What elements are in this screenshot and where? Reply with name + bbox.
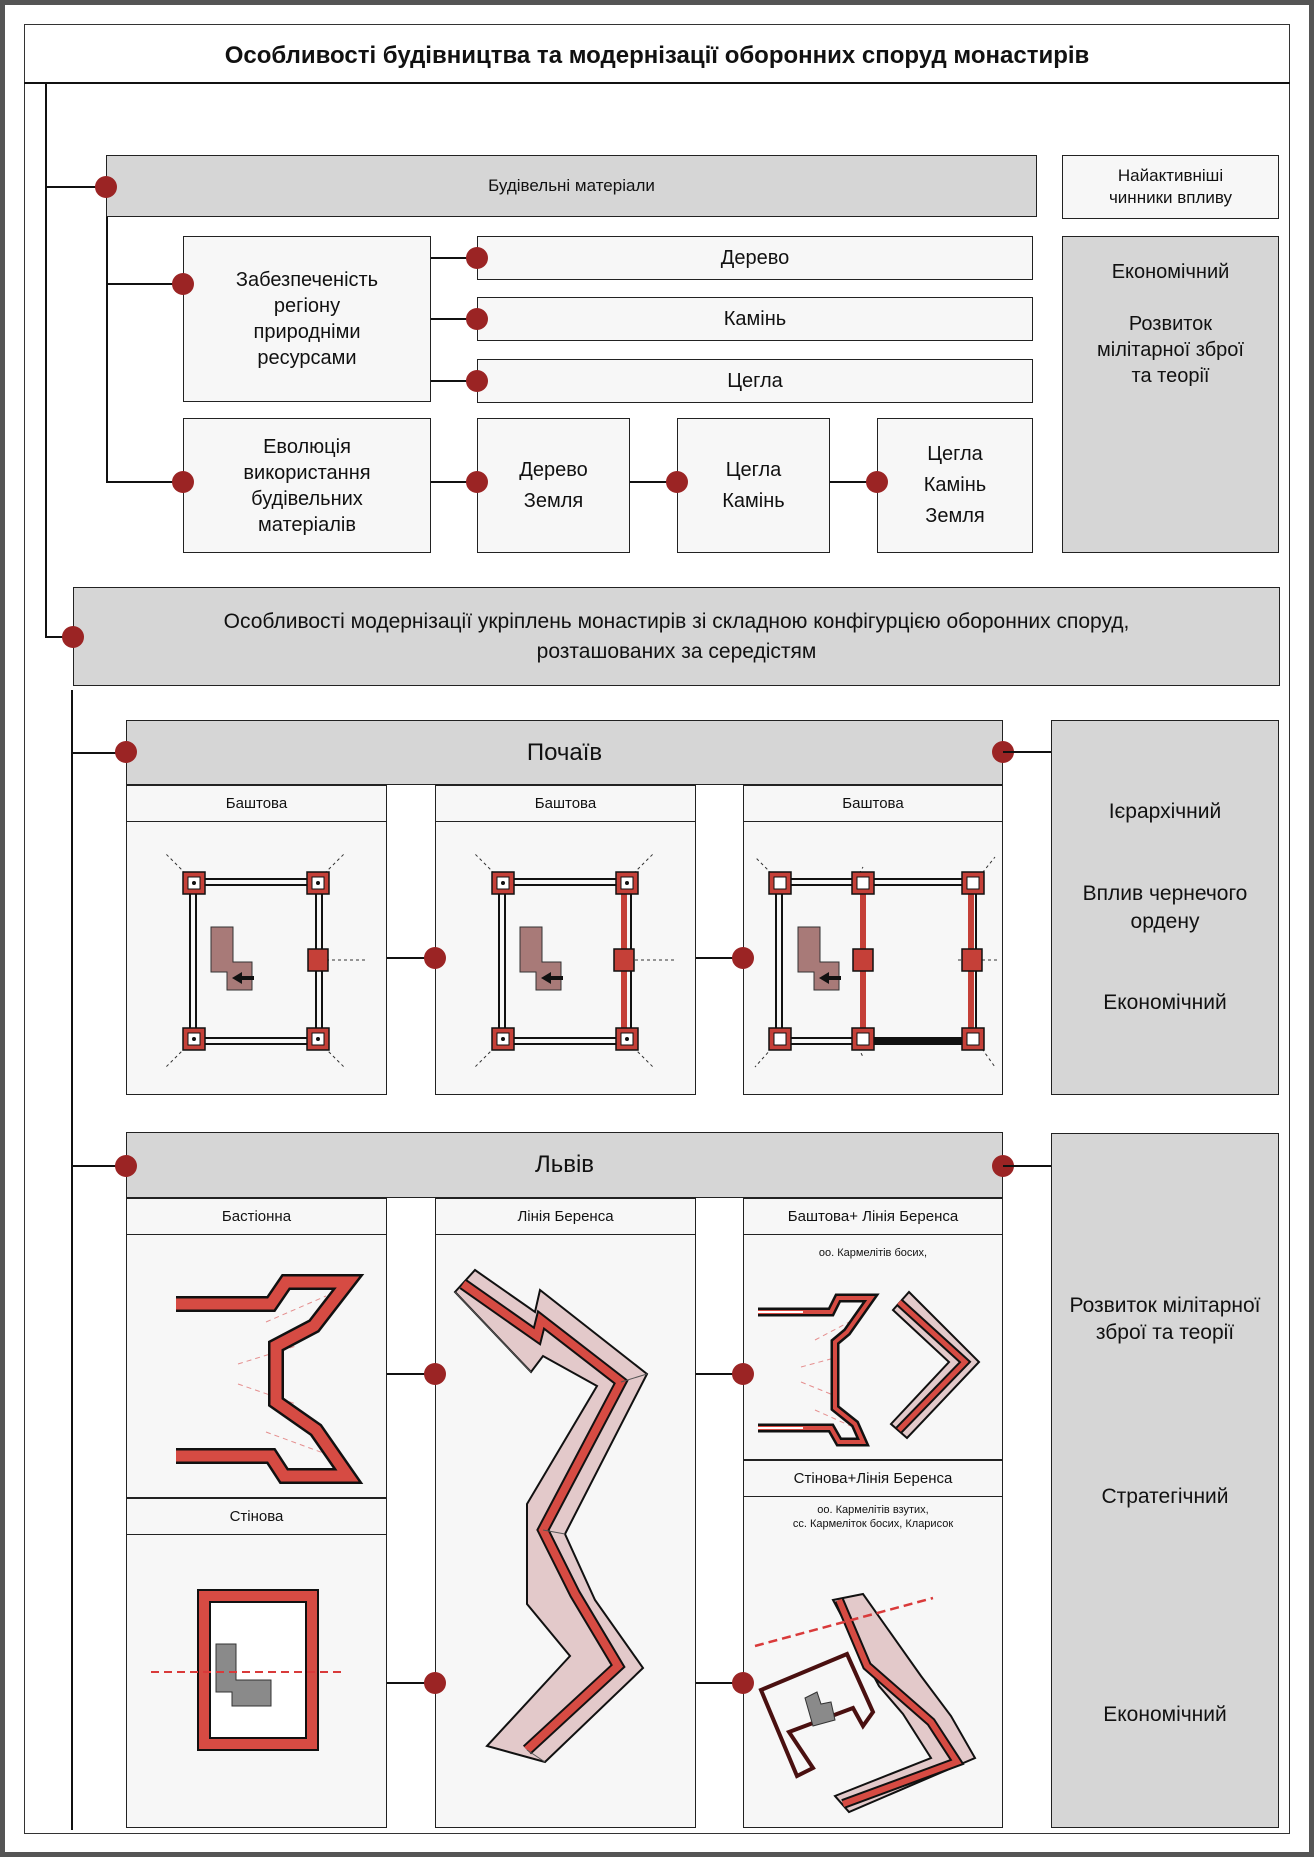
conn-pochaiv-23 [696,957,743,959]
conn-lviv-factors [1003,1165,1051,1167]
factors-header: Найактивніші чинники впливу [1062,155,1279,219]
panel-note: оо. Кармелітів взутих, сс. Кармеліток бо… [792,1504,954,1530]
wall-berens-plan [754,1592,977,1814]
node-dot [115,1155,137,1177]
frame-right [1309,0,1314,1857]
conn-lviv-4 [696,1682,743,1684]
node-dot [466,247,488,269]
node-dot [466,370,488,392]
conn-modernization [45,636,75,638]
node-dot [424,1672,446,1694]
frame-left [0,0,5,1857]
wall-plan [151,1589,346,1751]
evolution-step-2: Цегла Камінь [677,418,830,553]
conn-pochaiv [71,752,126,754]
materials-branch [106,217,108,481]
panel-caption: Баштова+ Лінія Беренса [744,1199,1002,1235]
conn-pochaiv-factors [1003,751,1051,753]
diagram-title: Особливості будівництва та модернізації … [224,42,1090,69]
conn-evolution [106,481,184,483]
conn-lviv-1 [387,1373,435,1375]
material-wood: Дерево [477,236,1033,280]
frame-top [0,0,1314,5]
conn-materials [45,186,105,188]
conn-brick [431,380,477,382]
node-dot [466,471,488,493]
evolution-box: Еволюція використання будівельних матері… [183,418,431,553]
panel-note: оо. Кармелітів босих, [818,1247,928,1259]
materials-header: Будівельні матеріали [106,155,1037,217]
panel-caption: Баштова [744,786,1002,822]
panel-caption: Лінія Беренса [436,1199,695,1235]
panel-caption: Бастіонна [127,1199,386,1235]
node-dot [115,741,137,763]
pochaiv-plan-3 [754,856,998,1068]
panel-caption: Стінова [127,1499,386,1535]
conn-availability [106,283,184,285]
berens-plan [453,1268,649,1764]
spine-secondary [71,690,73,1830]
node-dot [424,947,446,969]
bastion-plan [176,1274,365,1484]
pochaiv-factors: Ієрархічний Вплив чернечого ордену Еконо… [1051,720,1279,1095]
title-divider [24,82,1290,84]
conn-lviv-3 [696,1373,743,1375]
conn-evo-2 [630,481,677,483]
tower-berens-plan [758,1290,981,1447]
node-dot [466,308,488,330]
conn-stone [431,318,477,320]
evolution-step-3: Цегла Камінь Земля [877,418,1033,553]
pochaiv-header: Почаїв [126,720,1003,785]
conn-evo-3 [830,481,877,483]
node-dot [424,1363,446,1385]
material-brick: Цегла [477,359,1033,403]
inner-frame [24,24,1290,1834]
availability-box: Забезпеченість регіону природніми ресурс… [183,236,431,402]
node-dot [172,471,194,493]
node-dot [95,176,117,198]
conn-lviv [71,1165,126,1167]
node-dot [62,626,84,648]
node-dot [732,1672,754,1694]
evolution-step-1: Дерево Земля [477,418,630,553]
lviv-factors: Розвиток мілітарної зброї та теорії Стра… [1051,1133,1279,1828]
modernization-header: Особливості модернізації укріплень монас… [73,587,1280,686]
panel-caption: Стінова+Лінія Беренса [744,1461,1002,1497]
node-dot [666,471,688,493]
spine-main [45,82,47,637]
node-dot [732,1363,754,1385]
lviv-header: Львів [126,1132,1003,1198]
conn-evo-1 [431,481,477,483]
panel-caption: Баштова [436,786,695,822]
material-stone: Камінь [477,297,1033,341]
panel-caption: Баштова [127,786,386,822]
node-dot [172,273,194,295]
frame-bottom [0,1852,1314,1857]
pochaiv-plan-1 [165,853,366,1068]
pochaiv-plan-2 [474,853,675,1068]
node-dot [866,471,888,493]
node-dot [732,947,754,969]
conn-lviv-2 [387,1682,435,1684]
conn-pochaiv-12 [387,957,435,959]
conn-wood [431,257,477,259]
factors-materials: Економічний Розвиток мілітарної зброї та… [1062,236,1279,553]
lviv-panel-tower-berens: Баштова+ Лінія Беренса оо. Кармелітів бо… [743,1198,1003,1460]
